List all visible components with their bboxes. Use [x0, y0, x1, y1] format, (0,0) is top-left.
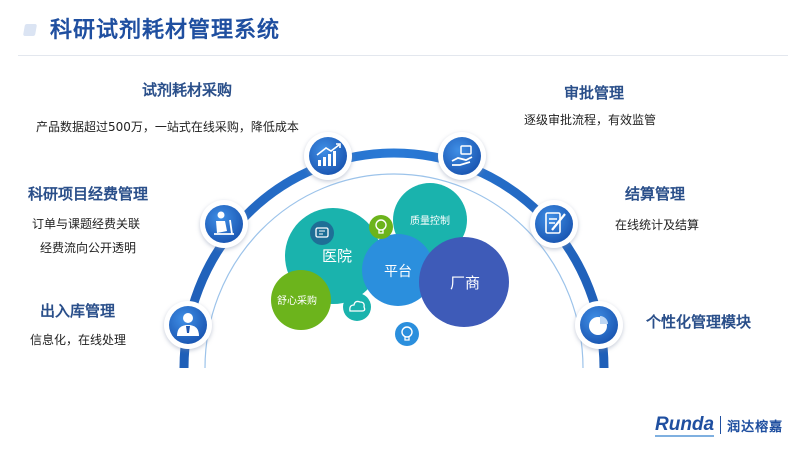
- feature-custom-title: 个性化管理模块: [646, 313, 752, 331]
- brand-logo-name: 润达榕嘉: [727, 419, 784, 435]
- feature-approval-title: 审批管理: [564, 84, 625, 102]
- document-signature-icon: [530, 200, 578, 248]
- feature-purchase-title: 试剂耗材采购: [142, 81, 233, 99]
- pie-chart-icon: [575, 301, 623, 349]
- feature-settle-title: 结算管理: [625, 185, 686, 203]
- feature-approval-desc: 逐级审批流程，有效监管: [524, 113, 657, 127]
- feature-purchase-desc: 产品数据超过500万，一站式在线采购，降低成本: [36, 120, 299, 134]
- lightbulb-icon: [369, 215, 393, 239]
- feature-settle-desc: 在线统计及结算: [615, 218, 700, 232]
- bubble-shopping-label: 舒心采购: [277, 294, 317, 307]
- feature-project-desc-2: 经费流向公开透明: [40, 241, 137, 255]
- page-title: 科研试剂耗材管理系统: [50, 18, 281, 43]
- hand-with-approval-icon: [438, 132, 486, 180]
- brand-logo-divider: [720, 416, 722, 434]
- title-bar: 科研试剂耗材管理系统: [0, 0, 800, 56]
- bubble-platform: 平台: [362, 234, 434, 306]
- message-icon: [310, 221, 334, 245]
- bubble-quality-label: 质量控制: [410, 214, 450, 227]
- feature-project-desc-1: 订单与课题经费关联: [32, 217, 141, 231]
- feature-inout-desc: 信息化，在线处理: [30, 333, 127, 347]
- bubble-platform-label: 平台: [384, 264, 412, 280]
- user-suit-icon: [164, 301, 212, 349]
- bubble-vendor-label: 厂商: [450, 274, 480, 292]
- title-divider: [18, 55, 788, 56]
- arc-inner-line: [204, 173, 584, 369]
- brand-logo: Runda 润达榕嘉: [655, 414, 784, 437]
- bubble-shopping: 舒心采购: [271, 270, 331, 330]
- cloud-icon: [343, 293, 371, 321]
- lightbulb-icon: [395, 322, 419, 346]
- feature-inout-title: 出入库管理: [40, 302, 116, 320]
- arc-band: [179, 148, 609, 369]
- feature-project-title: 科研项目经费管理: [28, 185, 149, 203]
- brand-logo-wordmark: Runda: [655, 414, 715, 437]
- bubble-hospital-label: 医院: [322, 247, 352, 265]
- bar-chart-growth-icon: [304, 132, 352, 180]
- person-at-desk-icon: [200, 200, 248, 248]
- bubble-vendor: 厂商: [419, 237, 509, 327]
